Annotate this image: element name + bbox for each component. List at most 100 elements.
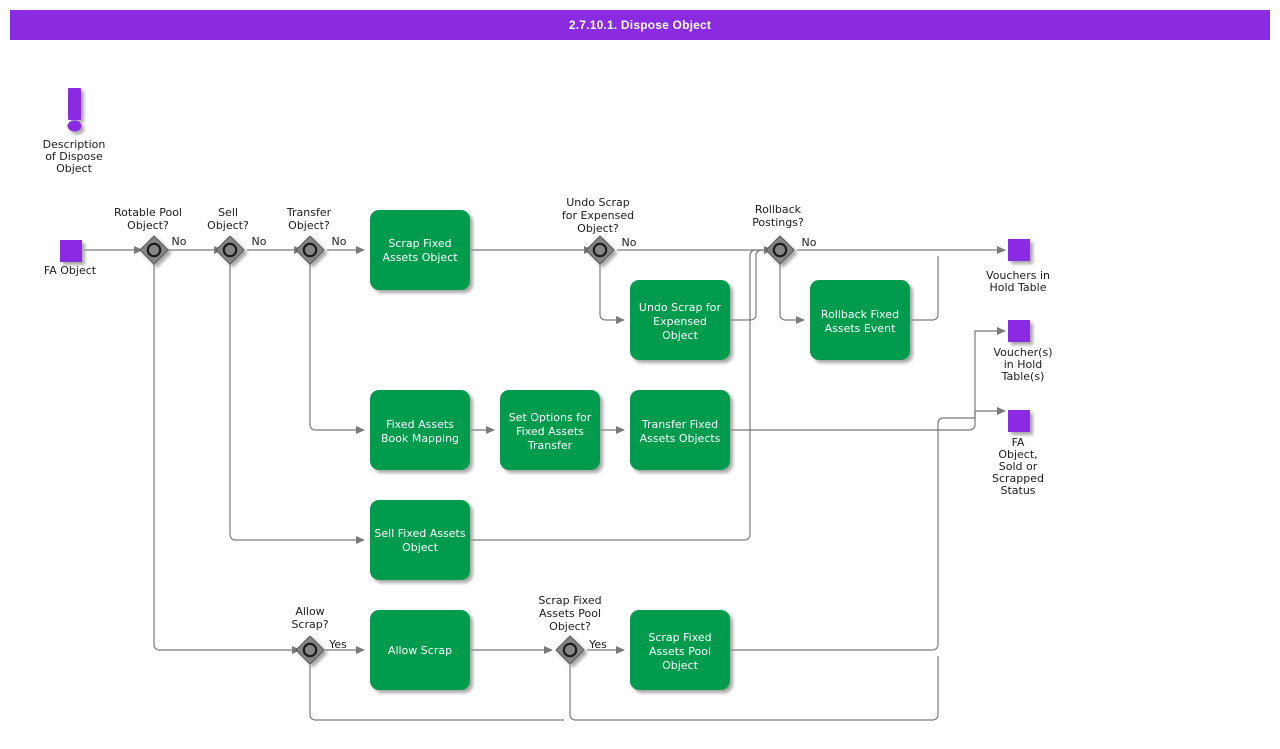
gateway-undo-scrap-for-expensed-object[interactable]: Undo Scrap for Expensed Object? No (562, 196, 637, 265)
end-event-label-line-1: in Hold (1004, 358, 1043, 371)
gateway-inclusive-icon (772, 242, 788, 258)
task-label-line-2: Object (662, 329, 699, 342)
end-event-label-line-0: FA (1012, 436, 1025, 449)
gateway-label-line-0: Rollback (755, 203, 802, 216)
task-allow-scrap[interactable]: Allow Scrap (370, 610, 470, 690)
gateway-inclusive-icon (302, 242, 318, 258)
gateway-label-line-1: Postings? (752, 216, 804, 229)
end-event-label-line-2: Sold or (999, 460, 1038, 473)
gateway-transfer-object[interactable]: Transfer Object? No (286, 206, 347, 265)
gateway-label-line-0: Allow (295, 605, 324, 618)
task-label-line-2: Object (662, 659, 699, 672)
task-label-line-0: Fixed Assets (386, 418, 454, 431)
gateway-label-line-0: Undo Scrap (566, 196, 630, 209)
task-label-line-0: Allow Scrap (388, 644, 452, 657)
task-label-line-1: Book Mapping (381, 432, 459, 445)
task-shape[interactable] (370, 390, 470, 470)
end-event-vouchers-in-hold-tables[interactable]: Voucher(s) in Hold Table(s) (994, 320, 1053, 383)
task-label-line-1: Assets Event (825, 322, 896, 335)
annotation-label-line-1: of Dispose (45, 150, 103, 163)
task-undo-scrap-for-expensed-object[interactable]: Undo Scrap for Expensed Object (630, 280, 730, 360)
gateway-label-line-0: Rotable Pool (114, 206, 182, 219)
end-event-shape[interactable] (1008, 320, 1030, 342)
gateway-label-line-1: Object? (288, 219, 330, 232)
task-shape[interactable] (810, 280, 910, 360)
gateway-label-line-2: Object? (549, 620, 591, 633)
annotation-label-line-2: Object (56, 162, 93, 175)
end-event-label-line-4: Status (1000, 484, 1035, 497)
end-event-shape[interactable] (1008, 410, 1030, 432)
end-event-label-line-2: Table(s) (1001, 370, 1045, 383)
gateway-branch-label: No (332, 235, 347, 248)
task-label-line-0: Set Options for (509, 411, 592, 424)
gateway-allow-scrap[interactable]: Allow Scrap? Yes (291, 605, 347, 665)
gateway-scrap-fixed-assets-pool-object[interactable]: Scrap Fixed Assets Pool Object? Yes (538, 594, 607, 665)
task-sell-fixed-assets-object[interactable]: Sell Fixed Assets Object (370, 500, 470, 580)
gateway-label-line-1: Assets Pool (539, 607, 601, 620)
description-annotation: Description of Dispose Object (43, 88, 106, 175)
gateway-label-line-1: Object? (207, 219, 249, 232)
task-label-line-1: Expensed (653, 315, 707, 328)
task-label-line-0: Scrap Fixed (648, 631, 711, 644)
task-shape[interactable] (500, 390, 600, 470)
task-scrap-fixed-assets-pool-object[interactable]: Scrap Fixed Assets Pool Object (630, 610, 730, 690)
task-label-line-1: Assets Object (382, 251, 458, 264)
task-label-line-2: Transfer (527, 439, 573, 452)
annotation-label-line-0: Description (43, 138, 106, 151)
gateway-label-line-1: Scrap? (291, 618, 328, 631)
gateway-label-line-0: Sell (218, 206, 238, 219)
task-scrap-fixed-assets-object[interactable]: Scrap Fixed Assets Object (370, 210, 470, 290)
gateway-rollback-postings[interactable]: Rollback Postings? No (752, 203, 817, 265)
task-label-line-1: Assets Objects (640, 432, 721, 445)
gateway-branch-label: Yes (328, 638, 347, 651)
page-title: 2.7.10.1. Dispose Object (10, 10, 1270, 40)
gateway-branch-label: No (622, 236, 637, 249)
gateway-branch-label: No (252, 235, 267, 248)
gateway-branch-label: No (802, 236, 817, 249)
start-event-label: FA Object (44, 264, 97, 277)
gateway-inclusive-icon (562, 642, 578, 658)
task-label-line-1: Object (402, 541, 439, 554)
task-shape[interactable] (630, 390, 730, 470)
task-label-line-0: Scrap Fixed (388, 237, 451, 250)
task-shape[interactable] (370, 610, 470, 690)
gateway-inclusive-icon (146, 242, 162, 258)
gateway-label-line-2: Object? (577, 222, 619, 235)
task-rollback-fixed-assets-event[interactable]: Rollback Fixed Assets Event (810, 280, 910, 360)
gateway-label-line-1: Object? (127, 219, 169, 232)
task-shape[interactable] (630, 610, 730, 690)
end-event-vouchers-in-hold-table[interactable]: Vouchers in Hold Table (986, 239, 1050, 294)
start-event-shape[interactable] (60, 240, 82, 262)
task-label-line-0: Sell Fixed Assets (374, 527, 465, 540)
gateway-label-line-1: for Expensed (562, 209, 634, 222)
end-event-label-line-1: Hold Table (990, 281, 1047, 294)
start-event-fa-object[interactable]: FA Object (44, 240, 97, 277)
task-label-line-0: Transfer Fixed (641, 418, 718, 431)
task-label-line-1: Assets Pool (649, 645, 711, 658)
task-fixed-assets-book-mapping[interactable]: Fixed Assets Book Mapping (370, 390, 470, 470)
gateway-label-line-0: Transfer (286, 206, 332, 219)
connectors (84, 246, 1006, 721)
task-shape[interactable] (370, 500, 470, 580)
end-event-label-line-3: Scrapped (992, 472, 1044, 485)
gateway-sell-object[interactable]: Sell Object? No (207, 206, 267, 265)
gateway-inclusive-icon (302, 642, 318, 658)
exclamation-dot-icon (67, 120, 82, 132)
gateway-branch-label: Yes (588, 638, 607, 651)
task-set-options-for-fixed-assets-transfer[interactable]: Set Options for Fixed Assets Transfer (500, 390, 600, 470)
task-shape[interactable] (370, 210, 470, 290)
end-event-label-line-0: Vouchers in (986, 269, 1050, 282)
task-shape[interactable] (630, 280, 730, 360)
end-event-label-line-1: Object, (998, 448, 1037, 461)
task-label-line-1: Fixed Assets (516, 425, 584, 438)
gateway-rotable-pool-object[interactable]: Rotable Pool Object? No (114, 206, 187, 265)
task-transfer-fixed-assets-objects[interactable]: Transfer Fixed Assets Objects (630, 390, 730, 470)
gateway-branch-label: No (172, 235, 187, 248)
gateway-inclusive-icon (592, 242, 608, 258)
end-event-fa-object-sold-or-scrapped-status[interactable]: FA Object, Sold or Scrapped Status (992, 410, 1044, 497)
gateway-label-line-0: Scrap Fixed (538, 594, 601, 607)
task-label-line-0: Undo Scrap for (639, 301, 722, 314)
end-event-shape[interactable] (1008, 239, 1030, 261)
